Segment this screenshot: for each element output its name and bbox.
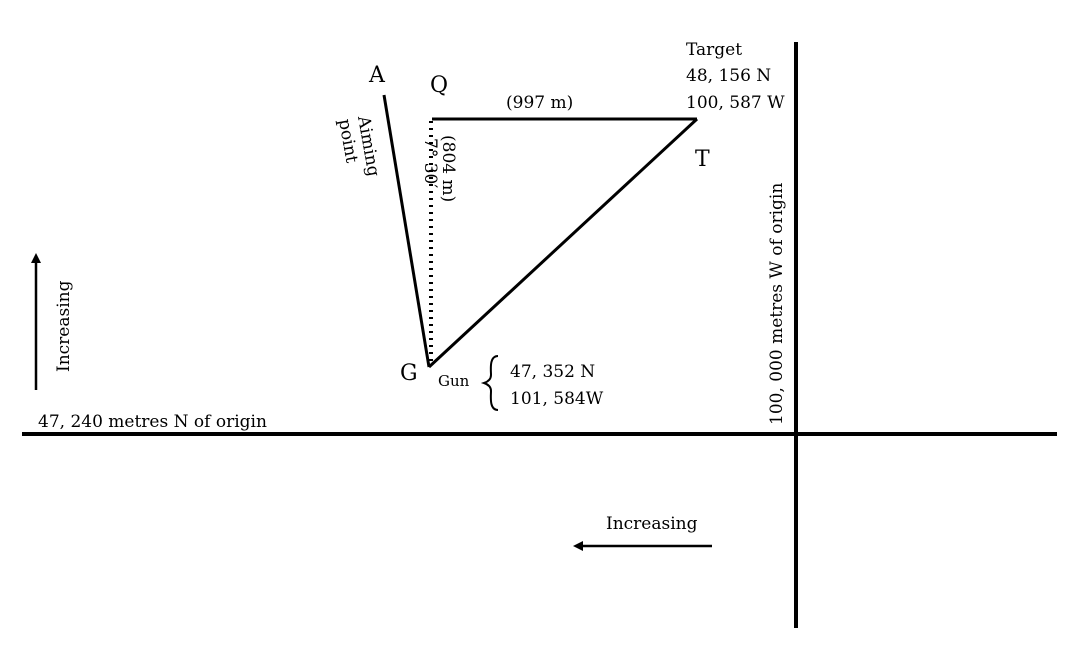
angle-label: 7° 30′ (420, 138, 440, 188)
gun-label: Gun (438, 372, 470, 390)
distance-label-qt: (997 m) (506, 93, 573, 113)
target-title: Target (686, 40, 742, 60)
gun-coordinate-brace (480, 355, 499, 411)
point-label-g: G (400, 361, 418, 386)
vertical-increasing-label: Increasing (54, 280, 74, 372)
point-label-t: T (695, 147, 710, 172)
line-g-to-a (382, 94, 431, 368)
target-west-coordinate: 100, 587 W (686, 93, 785, 113)
point-label-a: A (368, 63, 386, 88)
gun-west-coordinate: 101, 584W (510, 389, 604, 409)
horizontal-increasing-label: Increasing (606, 514, 698, 534)
point-label-q: Q (430, 73, 448, 98)
line-g-to-t (427, 117, 699, 369)
north-origin-label: 47, 240 metres N of origin (38, 412, 267, 432)
gun-north-coordinate: 47, 352 N (510, 362, 595, 382)
target-north-coordinate: 48, 156 N (686, 66, 771, 86)
distance-label-qg: (804 m) (438, 135, 458, 202)
west-origin-label: 100, 000 metres W of origin (767, 183, 787, 425)
